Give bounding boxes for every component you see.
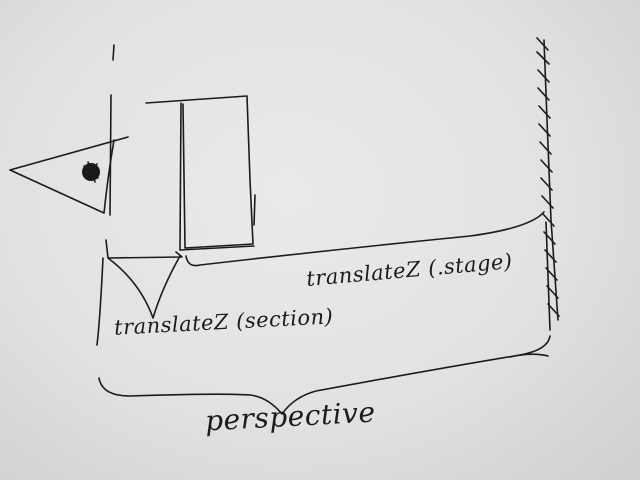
- perspective-bracket-tail: [509, 353, 549, 358]
- element-box-edge: [253, 194, 256, 226]
- viewer-axis-line: [109, 44, 115, 216]
- section-translatez-bracket: [105, 239, 183, 319]
- pupil-icon: [82, 161, 100, 183]
- screen-wall: [536, 37, 560, 321]
- stage-translatez-bracket: [185, 211, 545, 267]
- element-box: [145, 95, 255, 251]
- eye-cone: [9, 136, 129, 214]
